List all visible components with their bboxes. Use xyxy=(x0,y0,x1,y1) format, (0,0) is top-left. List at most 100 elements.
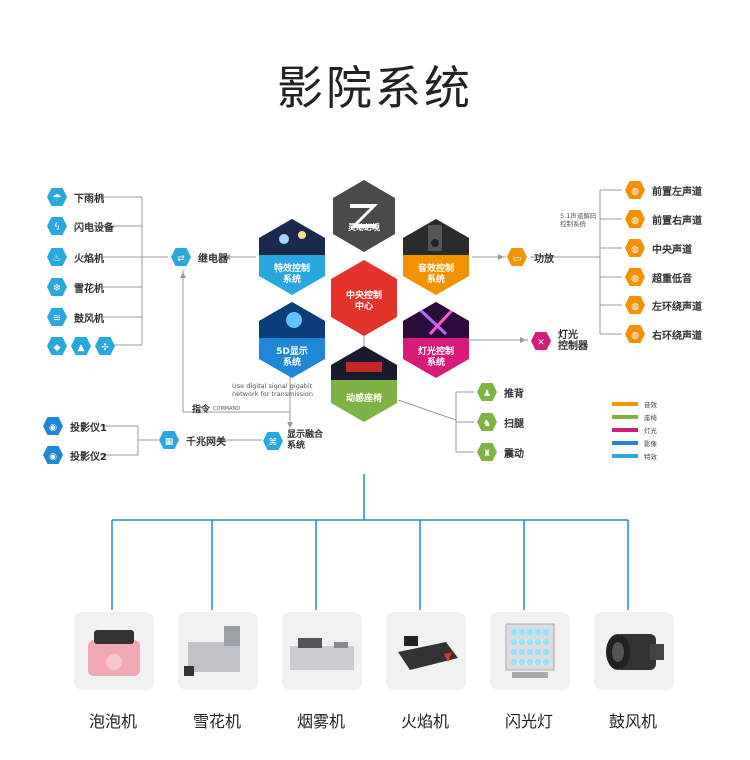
hex-center xyxy=(331,260,397,336)
light-controller-line2: 控制器 xyxy=(558,341,588,352)
svg-text:◉: ◉ xyxy=(49,423,57,433)
legend-swatch xyxy=(612,428,638,432)
blower-icon: ≋ xyxy=(46,307,68,327)
rain-icon: ☂ xyxy=(46,187,68,207)
vibrate-icon: ♜ xyxy=(476,442,498,462)
display-fusion: ⌘ 显示融合 系统 xyxy=(262,430,323,452)
equip-strobe-light xyxy=(490,612,570,690)
relay-label: 继电器 xyxy=(198,253,228,265)
left-item-blower: ≋ 鼓风机 xyxy=(46,307,104,327)
equip-name: 鼓风机 xyxy=(608,712,657,731)
machine-icon: ▲ xyxy=(70,336,92,356)
legend-item-seat: 座椅 xyxy=(612,412,657,422)
left-item-label: 雪花机 xyxy=(74,283,104,295)
light-controller: ✕ 灯光 控制器 xyxy=(530,330,588,352)
flame-icon: ♨ xyxy=(46,247,68,267)
svg-text:⌘: ⌘ xyxy=(269,438,278,448)
seat-action-label: 扫腿 xyxy=(504,418,524,430)
fusion-label-line1: 显示融合 xyxy=(287,430,324,440)
svg-text:◍: ◍ xyxy=(631,216,639,226)
svg-text:◆: ◆ xyxy=(54,343,61,353)
lightning-icon: ϟ xyxy=(46,216,68,236)
drop-icon: ◆ xyxy=(46,336,68,356)
channel-label: 左环绕声道 xyxy=(652,301,702,313)
speaker-icon: ◍ xyxy=(624,324,646,344)
left-item-lightning: ϟ 闪电设备 xyxy=(46,216,114,236)
legend-item-effects: 特效 xyxy=(612,451,657,461)
effects-label: 特效控制 系统 xyxy=(273,264,310,285)
left-item-rain: ☂ 下雨机 xyxy=(46,187,104,207)
projector-label: 投影仪2 xyxy=(70,451,107,463)
left-item-label: 下雨机 xyxy=(74,193,104,205)
equip-snow-machine xyxy=(178,612,258,690)
svg-text:◉: ◉ xyxy=(49,452,57,462)
left-item-label: 闪电设备 xyxy=(74,222,114,234)
snow-machine-icon xyxy=(184,626,240,676)
transmission-note: Use digital signal gigabit network for t… xyxy=(232,382,313,398)
channel-note: 5.1声道解码 控制系统 xyxy=(560,212,597,228)
blower-machine-icon xyxy=(606,634,664,670)
equip-blower xyxy=(594,612,674,690)
equip-smoke-machine xyxy=(282,612,362,690)
seat-label: 动感座椅 xyxy=(345,394,382,404)
svg-text:◍: ◍ xyxy=(631,245,639,255)
hex-seat xyxy=(331,346,397,422)
svg-text:▦: ▦ xyxy=(165,437,174,447)
left-item-snow: ❄ 雪花机 xyxy=(46,277,104,297)
projector-1: ◉ 投影仪1 xyxy=(42,416,107,436)
amplifier: ▭ 功放 xyxy=(506,247,554,267)
fusion-icon: ⌘ xyxy=(262,431,284,451)
projector-icon: ◉ xyxy=(42,416,64,436)
svg-text:✣: ✣ xyxy=(101,343,109,353)
flame-machine-icon xyxy=(398,636,458,670)
speaker-icon: ◍ xyxy=(624,295,646,315)
svg-text:✕: ✕ xyxy=(537,338,545,348)
legend-item-lighting: 灯光 xyxy=(612,425,657,435)
seat-action-label: 震动 xyxy=(504,448,524,460)
svg-text:≋: ≋ xyxy=(53,313,61,324)
channel-label: 前置左声道 xyxy=(652,186,702,198)
page-title: 影院系统 xyxy=(277,61,473,115)
strobe-light-icon xyxy=(505,623,555,678)
smoke-machine-icon xyxy=(290,638,354,670)
amplifier-label: 功放 xyxy=(534,253,554,265)
seat-action-push-back: ♟ 推背 xyxy=(476,382,524,402)
channel-label: 右环绕声道 xyxy=(652,330,702,342)
fan-icon: ✣ xyxy=(94,336,116,356)
equip-name: 泡泡机 xyxy=(88,712,137,731)
relay-icon: ⇄ xyxy=(170,247,192,267)
channel-front-left: ◍ 前置左声道 xyxy=(624,180,702,200)
svg-text:♟: ♟ xyxy=(483,389,491,399)
light-controller-icon: ✕ xyxy=(530,331,552,351)
audio-label: 音效控制 系统 xyxy=(417,264,454,285)
svg-text:▭: ▭ xyxy=(513,254,522,264)
equip-flame-machine xyxy=(386,612,466,690)
logo-text: 灵动幻境 xyxy=(348,223,380,232)
center-label-line1: 中央控制 xyxy=(345,291,382,301)
legend-swatch xyxy=(612,402,638,406)
center-label-line2: 中心 xyxy=(354,302,373,312)
speaker-icon: ◍ xyxy=(624,238,646,258)
lighting-label: 灯光控制 系统 xyxy=(417,347,454,368)
left-item-label: 火焰机 xyxy=(74,253,104,265)
svg-text:♨: ♨ xyxy=(53,253,62,264)
channel-label: 中央声道 xyxy=(652,244,692,256)
left-extra-icons: ◆ ▲ ✣ xyxy=(46,336,116,356)
equip-name: 雪花机 xyxy=(192,712,241,731)
svg-text:♜: ♜ xyxy=(483,449,491,459)
projector-label: 投影仪1 xyxy=(70,422,107,434)
display5d-label: 5D显示 系统 xyxy=(276,347,308,368)
legend-swatch xyxy=(612,454,638,458)
channel-center: ◍ 中央声道 xyxy=(624,238,692,258)
switch-label: 千兆网关 xyxy=(186,436,226,448)
light-controller-line1: 灯光 xyxy=(558,330,578,341)
left-item-label: 鼓风机 xyxy=(74,313,104,325)
legend-item-audio: 音效 xyxy=(612,399,657,409)
legend-swatch xyxy=(612,415,638,419)
svg-text:◍: ◍ xyxy=(631,274,639,284)
push-back-icon: ♟ xyxy=(476,382,498,402)
channel-front-right: ◍ 前置右声道 xyxy=(624,209,702,229)
seat-action-vibrate: ♜ 震动 xyxy=(476,442,524,462)
svg-text:☂: ☂ xyxy=(53,193,62,204)
channel-left-surround: ◍ 左环绕声道 xyxy=(624,295,702,315)
